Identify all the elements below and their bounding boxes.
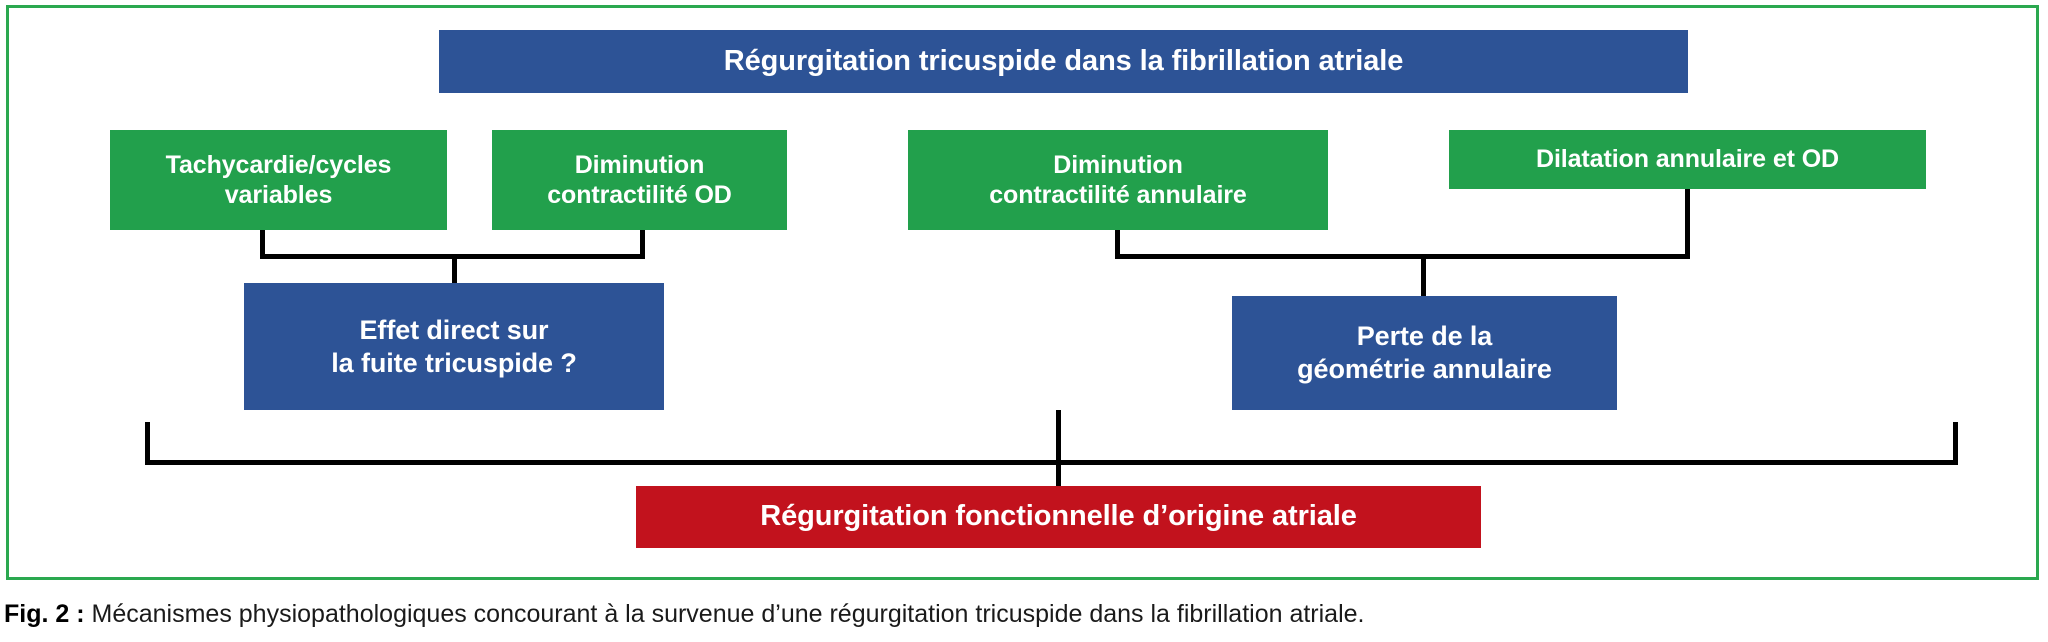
connector-drop-effet-direct <box>452 254 457 285</box>
node-title-regurgitation-tricuspide: Régurgitation tricuspide dans la fibrill… <box>439 30 1688 93</box>
node-diminution-contractilite-annulaire: Diminution contractilité annulaire <box>908 130 1328 230</box>
figure-caption-text: Mécanismes physiopathologiques concouran… <box>91 600 1365 628</box>
connector-bar-right-group <box>1115 254 1690 259</box>
figure-caption-label: Fig. 2 : <box>4 600 85 628</box>
connector-stub-bottom-left <box>145 422 150 464</box>
node-perte-geometrie-line1: Perte de la <box>1356 321 1493 352</box>
node-effet-direct-line2: la fuite tricuspide ? <box>331 347 577 378</box>
node-effet-direct-line1: Effet direct sur <box>359 314 549 345</box>
connector-stub-contractilite-od <box>640 230 645 258</box>
figure-frame: Régurgitation tricuspide dans la fibrill… <box>6 5 2039 580</box>
node-tachycardie-line2: variables <box>224 181 333 209</box>
node-dilatation-annulaire-et-od: Dilatation annulaire et OD <box>1449 130 1926 189</box>
connector-stub-bottom-right <box>1953 422 1958 464</box>
node-title-label: Régurgitation tricuspide dans la fibrill… <box>723 44 1404 77</box>
node-contract-annulaire-line2: contractilité annulaire <box>989 181 1247 209</box>
node-contract-od-line1: Diminution <box>574 150 705 179</box>
node-effet-direct-label: Effet direct sur la fuite tricuspide ? <box>331 314 577 380</box>
node-effet-direct-fuite-tricuspide: Effet direct sur la fuite tricuspide ? <box>244 283 664 410</box>
node-contract-annulaire-line1: Diminution <box>1053 150 1183 179</box>
node-tachycardie-label: Tachycardie/cycles variables <box>166 150 392 211</box>
connector-stub-tachycardie <box>260 230 265 258</box>
node-contract-od-label: Diminution contractilité OD <box>547 150 732 211</box>
node-diminution-contractilite-od: Diminution contractilité OD <box>492 130 787 230</box>
node-contract-od-line2: contractilité OD <box>547 181 732 209</box>
node-perte-geometrie-label: Perte de la géométrie annulaire <box>1297 320 1552 386</box>
node-regurgitation-fonctionnelle-origine-atriale: Régurgitation fonctionnelle d’origine at… <box>636 486 1481 548</box>
connector-drop-outcome <box>1056 410 1061 488</box>
node-contract-annulaire-label: Diminution contractilité annulaire <box>989 150 1247 211</box>
node-perte-geometrie-annulaire: Perte de la géométrie annulaire <box>1232 296 1617 410</box>
connector-stub-dilatation <box>1685 189 1690 258</box>
node-dilatation-label: Dilatation annulaire et OD <box>1535 145 1839 174</box>
figure-caption: Fig. 2 : Mécanismes physiopathologiques … <box>4 600 2044 629</box>
node-perte-geometrie-line2: géométrie annulaire <box>1297 354 1552 384</box>
connector-drop-perte-geometrie <box>1421 254 1426 298</box>
node-tachycardie-cycles-variables: Tachycardie/cycles variables <box>110 130 447 230</box>
node-regurgitation-label: Régurgitation fonctionnelle d’origine at… <box>760 500 1357 533</box>
connector-bar-bottom-group <box>145 460 1958 465</box>
connector-stub-contractilite-annulaire <box>1115 230 1120 258</box>
node-tachycardie-line1: Tachycardie/cycles <box>165 150 392 179</box>
